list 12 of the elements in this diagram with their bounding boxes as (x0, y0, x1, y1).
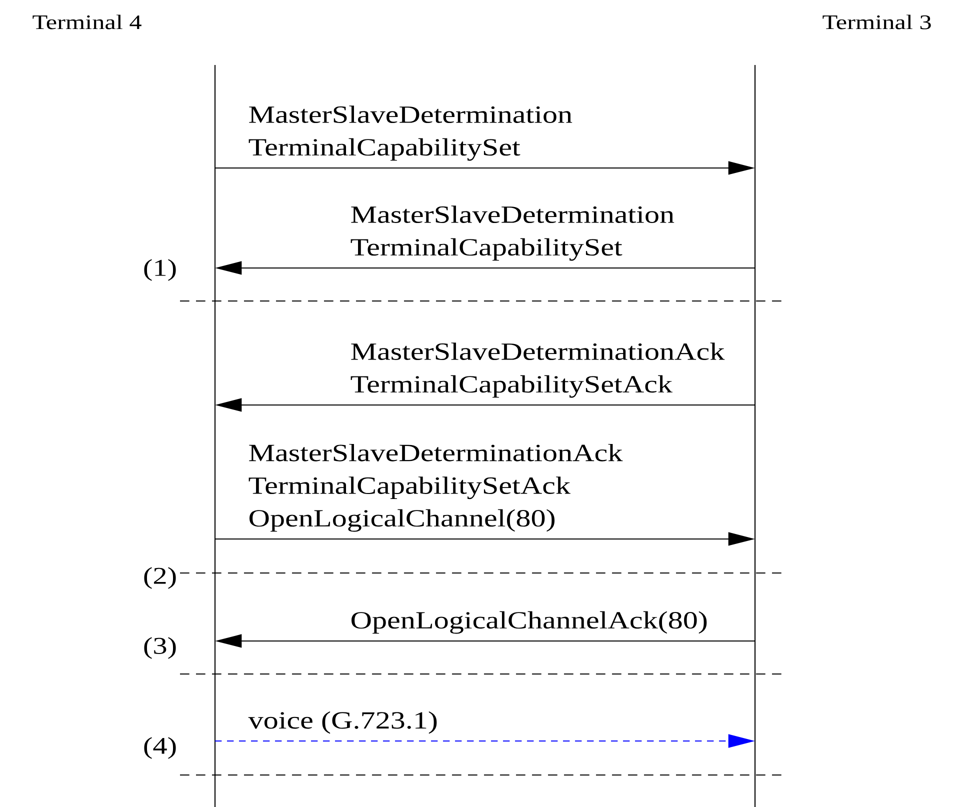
message-label: MasterSlaveDetermination TerminalCapabilitySet (350, 206, 674, 261)
message-label: MasterSlaveDeterminationAck TerminalCapabilitySetAck OpenLogicalChannel(80) (248, 444, 623, 532)
step-number: (4) (144, 737, 176, 759)
step-number: (3) (144, 637, 176, 659)
message-label: MasterSlaveDetermination TerminalCapabilitySet (248, 106, 572, 161)
step-number: (2) (144, 567, 176, 589)
message-label: MasterSlaveDeterminationAck TerminalCapabilitySetAck (350, 342, 725, 398)
message-label: OpenLogicalChannelAck(80) (352, 611, 707, 634)
message-label: voice (G.723.1) (248, 711, 437, 734)
participant-label: Terminal 4 (32, 14, 142, 30)
step-number: (1) (144, 259, 176, 281)
participant-label: Terminal 3 (822, 14, 931, 30)
